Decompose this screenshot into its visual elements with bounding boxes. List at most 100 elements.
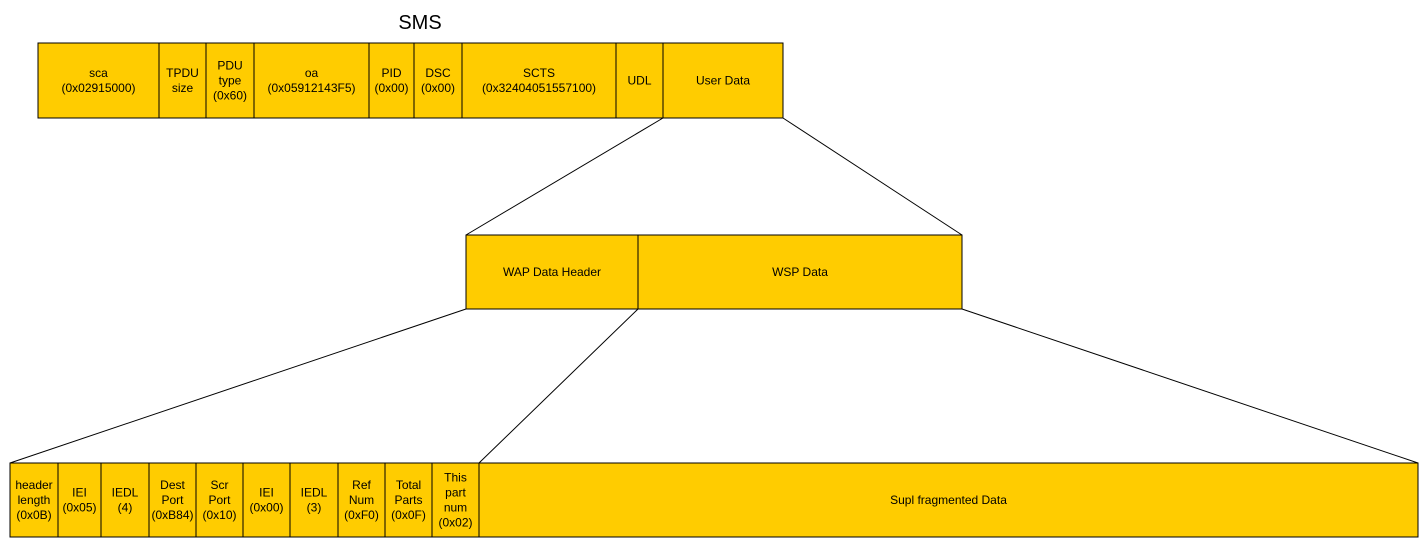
sms-field-scts-6: SCTS(0x32404051557100): [461, 42, 617, 119]
field-box: [465, 234, 639, 310]
user-data-expand-left: [465, 117, 664, 236]
sms-pdu-row: sca(0x02915000)TPDUsizePDUtype(0x60)oa(0…: [37, 42, 784, 119]
field-label-line: (0x00): [374, 81, 408, 95]
wap-header-row: headerlength(0x0B)IEI(0x05)IEDL(4)DestPo…: [9, 462, 1419, 538]
field-box: [662, 42, 784, 119]
field-label-line: WSP Data: [772, 265, 828, 279]
field-label-line: (0x02): [438, 516, 472, 530]
field-label-line: size: [172, 81, 194, 95]
field-label-line: (0xB84): [151, 508, 193, 522]
field-label-line: DSC: [425, 66, 451, 80]
field-label-line: PDU: [217, 59, 242, 73]
field-label-line: IEDL: [301, 486, 328, 500]
field-box: [461, 42, 617, 119]
field-box: [148, 462, 197, 538]
field-label-line: (0x00): [421, 81, 455, 95]
field-label-line: IEDL: [112, 486, 139, 500]
field-label-line: IEI: [72, 486, 87, 500]
field-label-line: UDL: [627, 74, 651, 88]
field-label-line: length: [18, 493, 51, 507]
field-label-line: (0x32404051557100): [482, 81, 596, 95]
header-field-iedl-6: IEDL(3): [289, 462, 339, 538]
field-label-line: sca: [89, 66, 108, 80]
field-label-line: (0xF0): [344, 508, 379, 522]
user-data-field-wsp-data-1: WSP Data: [637, 234, 963, 310]
field-label-line: This: [444, 471, 467, 485]
field-box: [195, 462, 244, 538]
header-field-iedl-2: IEDL(4): [100, 462, 150, 538]
wsp-data-expand-right: [961, 308, 1419, 464]
field-label-line: (0x10): [202, 508, 236, 522]
sms-field-dsc-5: DSC(0x00): [413, 42, 463, 119]
field-box: [9, 462, 59, 538]
sms-field-udl-7: UDL: [615, 42, 664, 119]
field-label-line: Port: [208, 493, 231, 507]
field-label-line: Dest: [160, 478, 185, 492]
field-label-line: (0x02915000): [61, 81, 135, 95]
field-label-line: PID: [381, 66, 401, 80]
header-field-iei-1: IEI(0x05): [57, 462, 102, 538]
header-field-iei-5: IEI(0x00): [242, 462, 291, 538]
field-label-line: TPDU: [166, 66, 199, 80]
field-label-line: Parts: [394, 493, 422, 507]
user-data-expand-right: [782, 117, 963, 236]
field-label-line: Port: [161, 493, 184, 507]
sms-field-user-data-8: User Data: [662, 42, 784, 119]
sms-field-oa-3: oa(0x05912143F5): [253, 42, 370, 119]
field-label-line: (4): [118, 501, 133, 515]
sms-field-sca-0: sca(0x02915000): [37, 42, 160, 119]
expansion-connectors: [9, 117, 1419, 464]
field-label-line: (0x0F): [391, 508, 426, 522]
field-box: [253, 42, 370, 119]
field-box: [158, 42, 207, 119]
field-label-line: (0x00): [249, 501, 283, 515]
field-label-line: (3): [307, 501, 322, 515]
field-label-line: WAP Data Header: [503, 265, 601, 279]
user-data-field-wap-data-header-0: WAP Data Header: [465, 234, 639, 310]
user-data-row: WAP Data Header WSP Data: [465, 234, 963, 310]
field-box: [242, 462, 291, 538]
field-box: [637, 234, 963, 310]
field-box: [289, 462, 339, 538]
wap-header-expand-right: [478, 308, 639, 464]
diagram-title: SMS: [398, 12, 442, 34]
field-label-line: Supl fragmented Data: [890, 493, 1007, 507]
field-label-line: Ref: [352, 478, 371, 492]
field-label-line: part: [445, 486, 466, 500]
field-box: [615, 42, 664, 119]
field-label-line: User Data: [696, 74, 750, 88]
field-label-line: oa: [305, 66, 319, 80]
field-label-line: num: [444, 501, 467, 515]
field-box: [57, 462, 102, 538]
field-label-line: (0x0B): [16, 508, 51, 522]
field-label-line: (0x60): [213, 89, 247, 103]
header-field-supl-fragmented-data-10: Supl fragmented Data: [478, 462, 1419, 538]
sms-field-pid-4: PID(0x00): [368, 42, 415, 119]
field-label-line: SCTS: [523, 66, 555, 80]
field-box: [337, 462, 386, 538]
field-label-line: Total: [396, 478, 421, 492]
field-label-line: IEI: [259, 486, 274, 500]
field-label-line: (0x05912143F5): [267, 81, 355, 95]
field-box: [100, 462, 150, 538]
field-box: [413, 42, 463, 119]
field-label-line: (0x05): [62, 501, 96, 515]
wap-header-expand-left: [9, 308, 467, 464]
field-label-line: Scr: [211, 478, 229, 492]
field-box: [205, 42, 255, 119]
field-label-line: type: [219, 74, 242, 88]
field-label-line: Num: [349, 493, 374, 507]
field-label-line: header: [15, 478, 52, 492]
field-box: [478, 462, 1419, 538]
field-box: [368, 42, 415, 119]
field-box: [384, 462, 433, 538]
field-box: [431, 462, 480, 538]
